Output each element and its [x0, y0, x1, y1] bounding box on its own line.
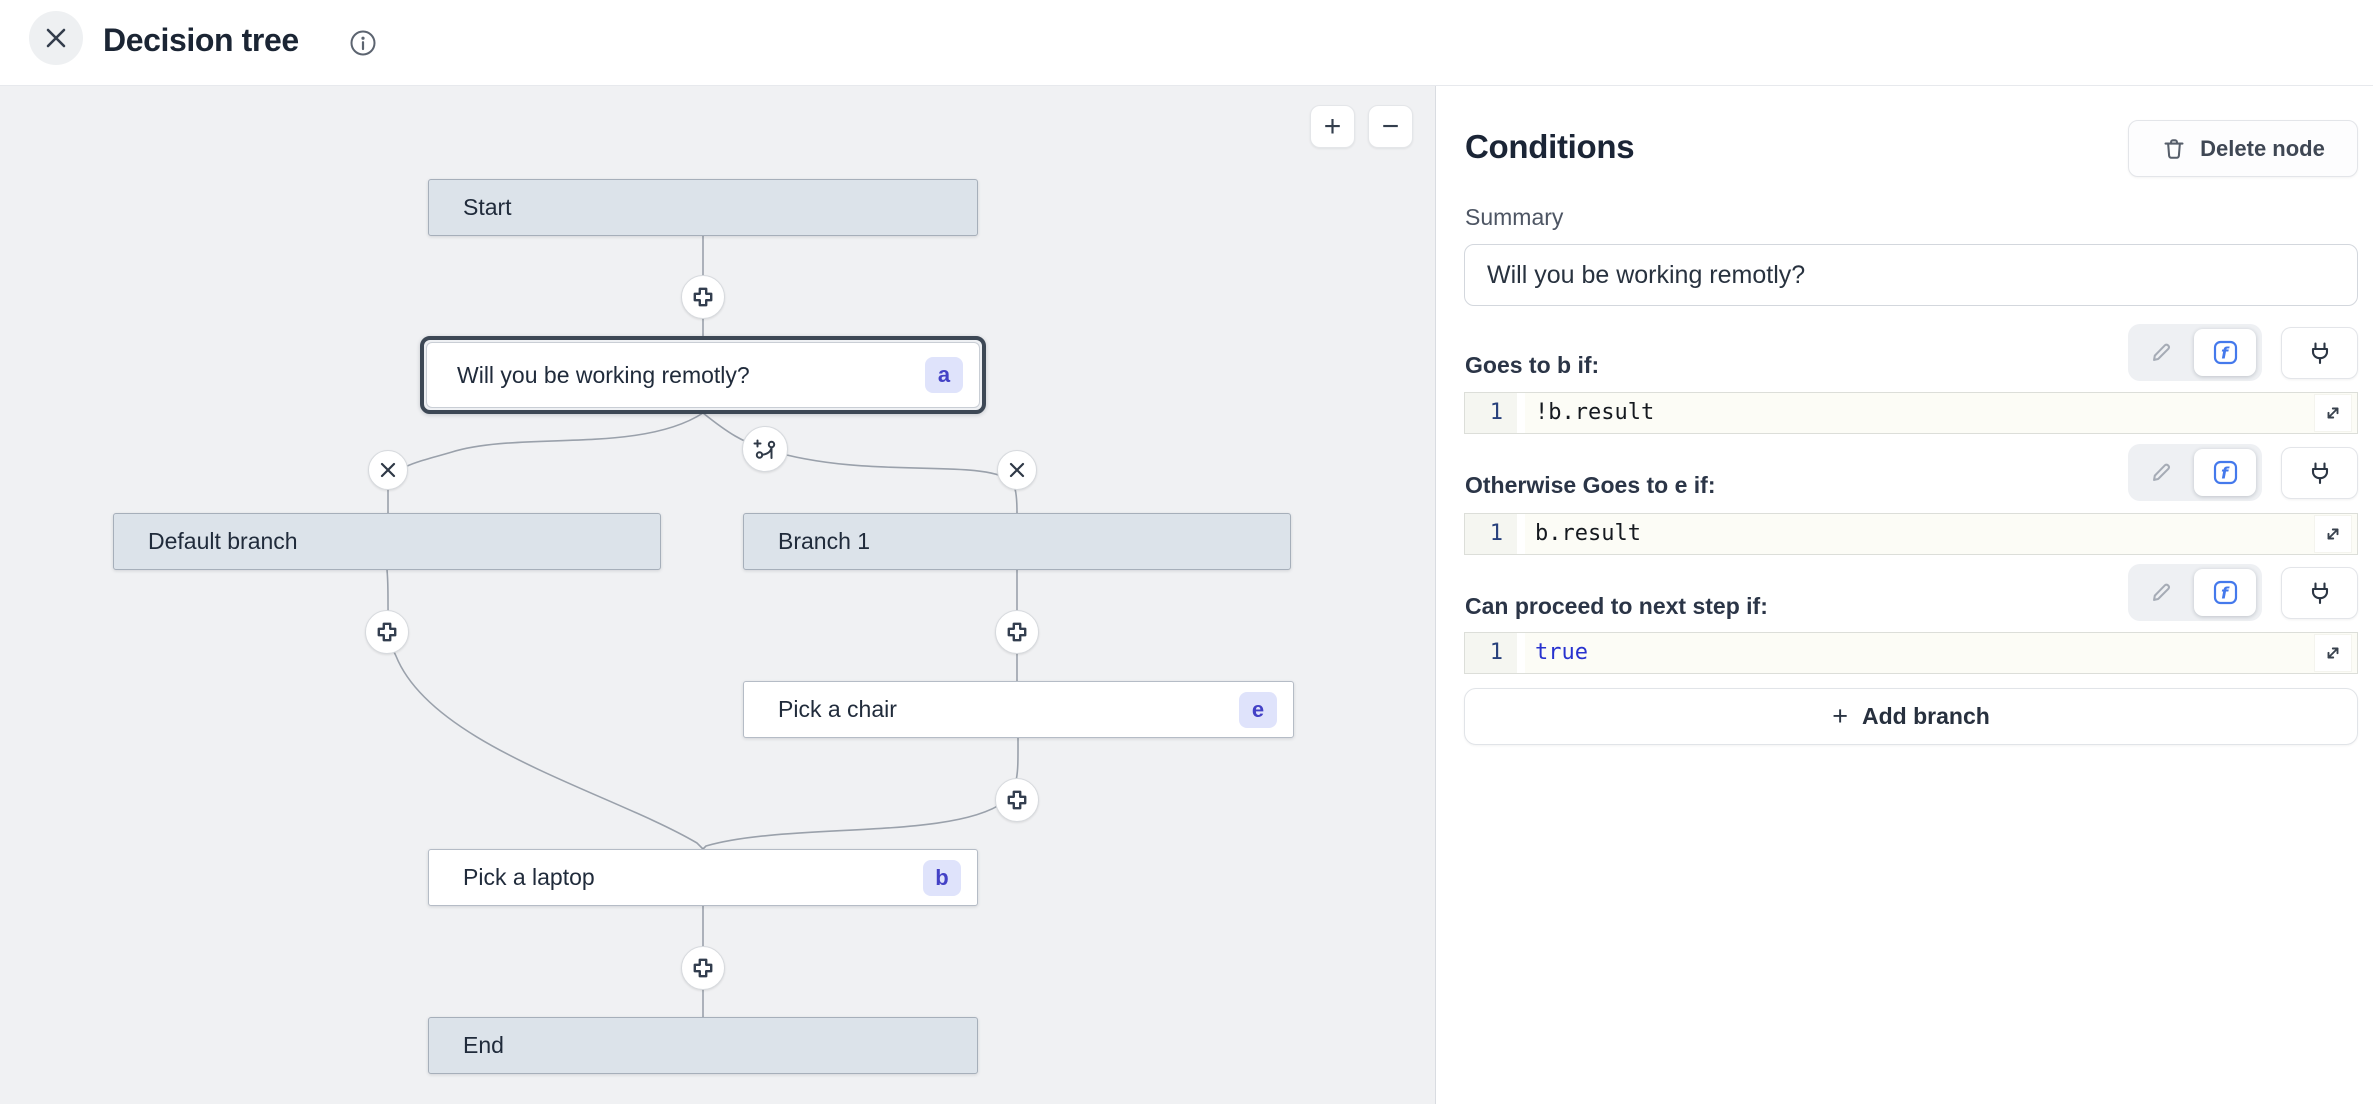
plus-icon [1007, 622, 1027, 642]
text-mode-button[interactable] [2128, 324, 2194, 381]
editor-mode-controls: f [2128, 324, 2358, 381]
code-editor[interactable]: 1 b.result [1464, 513, 2358, 555]
delete-node-button[interactable]: Delete node [2128, 120, 2358, 177]
x-icon [380, 462, 396, 478]
summary-label: Summary [1465, 204, 1564, 230]
condition-label: Can proceed to next step if: [1465, 593, 1768, 619]
expand-icon [2327, 528, 2339, 540]
node-badge: e [1239, 691, 1277, 728]
plug-icon [2311, 341, 2328, 364]
function-mode-button[interactable]: f [2194, 569, 2256, 616]
editor-mode-toggle: f [2128, 444, 2262, 501]
editor-mode-controls: f [2128, 444, 2358, 501]
line-number: 1 [1465, 633, 1517, 673]
code-text: true [1535, 640, 1588, 665]
plug-icon [2311, 461, 2328, 484]
add-node-button[interactable] [681, 946, 725, 990]
editor-mode-toggle: f [2128, 324, 2262, 381]
zoom-in-button[interactable]: + [1310, 105, 1355, 148]
node-label: Branch 1 [778, 528, 871, 554]
text-mode-button[interactable] [2128, 444, 2194, 501]
add-node-button[interactable] [995, 778, 1039, 822]
remove-branch-button[interactable] [368, 450, 408, 490]
page-title: Decision tree [103, 22, 299, 58]
active-line-marker [1517, 633, 1525, 673]
expand-editor-button[interactable] [2315, 635, 2351, 671]
code-text: b.result [1535, 521, 1641, 546]
x-icon [1009, 462, 1025, 478]
text-mode-button[interactable] [2128, 564, 2194, 621]
function-icon: f [2213, 580, 2237, 605]
app-header: Decision tree [0, 0, 2373, 86]
remove-branch-button[interactable] [997, 450, 1037, 490]
condition-label: Goes to b if: [1465, 352, 1600, 378]
add-node-button[interactable] [995, 610, 1039, 654]
line-number: 1 [1465, 393, 1517, 433]
connect-data-button[interactable] [2281, 446, 2358, 499]
close-icon [46, 28, 66, 48]
function-icon: f [2213, 460, 2237, 485]
svg-text:f: f [2221, 343, 2230, 362]
pencil-icon [2153, 583, 2170, 601]
add-branch-label: Add branch [1862, 703, 1990, 729]
plus-icon [693, 287, 713, 307]
add-node-button[interactable] [681, 275, 725, 319]
code-text: !b.result [1535, 400, 1655, 425]
function-icon: f [2213, 340, 2237, 365]
node-pick-a-chair[interactable]: Pick a chair e [743, 681, 1294, 738]
active-line-marker [1517, 514, 1525, 554]
svg-text:f: f [2221, 463, 2230, 482]
line-number: 1 [1465, 514, 1517, 554]
plug-icon [2311, 581, 2328, 604]
zoom-out-button[interactable]: − [1368, 105, 1413, 148]
node-label: Start [463, 194, 512, 220]
node-badge: a [925, 357, 963, 393]
pencil-icon [2153, 343, 2170, 361]
connect-data-button[interactable] [2281, 566, 2358, 619]
node-start[interactable]: Start [428, 179, 978, 236]
expand-editor-button[interactable] [2315, 516, 2351, 552]
function-mode-button[interactable]: f [2194, 449, 2256, 496]
pencil-icon [2153, 463, 2170, 481]
add-branch-edge-button[interactable] [742, 426, 788, 472]
expand-editor-button[interactable] [2315, 395, 2351, 431]
add-branch-button[interactable]: + Add branch [1464, 688, 2358, 745]
editor-mode-controls: f [2128, 564, 2358, 621]
connect-data-button[interactable] [2281, 326, 2358, 379]
plus-icon [1007, 790, 1027, 810]
node-label: Pick a chair [778, 696, 897, 722]
node-decision[interactable]: Will you be working remotly? a [420, 336, 986, 414]
plus-icon: + [1832, 701, 1848, 731]
node-badge: b [923, 859, 961, 896]
code-editor[interactable]: 1 !b.result [1464, 392, 2358, 434]
active-line-marker [1517, 393, 1525, 433]
add-node-button[interactable] [365, 610, 409, 654]
node-label: End [463, 1032, 504, 1058]
git-branch-plus-icon [753, 439, 776, 459]
expand-icon [2327, 407, 2339, 419]
node-end[interactable]: End [428, 1017, 978, 1074]
conditions-panel: Conditions Delete node Summary Goes to b… [1435, 86, 2373, 1104]
condition-label: Otherwise Goes to e if: [1465, 472, 1716, 498]
node-label: Default branch [148, 528, 298, 554]
node-default-branch[interactable]: Default branch [113, 513, 661, 570]
delete-node-label: Delete node [2200, 135, 2325, 161]
node-label: Will you be working remotly? [457, 361, 750, 388]
expand-icon [2327, 647, 2339, 659]
node-branch-1[interactable]: Branch 1 [743, 513, 1291, 570]
close-button[interactable] [29, 11, 83, 65]
summary-input[interactable] [1464, 244, 2358, 306]
trash-icon [2164, 138, 2184, 159]
code-editor[interactable]: 1 true [1464, 632, 2358, 674]
flow-canvas[interactable]: Start Will you be working remotly? a Def… [0, 86, 1435, 1104]
node-pick-a-laptop[interactable]: Pick a laptop b [428, 849, 978, 906]
info-icon[interactable] [348, 28, 378, 63]
editor-mode-toggle: f [2128, 564, 2262, 621]
function-mode-button[interactable]: f [2194, 329, 2256, 376]
node-label: Pick a laptop [463, 864, 595, 890]
svg-text:f: f [2221, 583, 2230, 602]
plus-icon [693, 958, 713, 978]
panel-title: Conditions [1465, 128, 1635, 165]
plus-icon [377, 622, 397, 642]
